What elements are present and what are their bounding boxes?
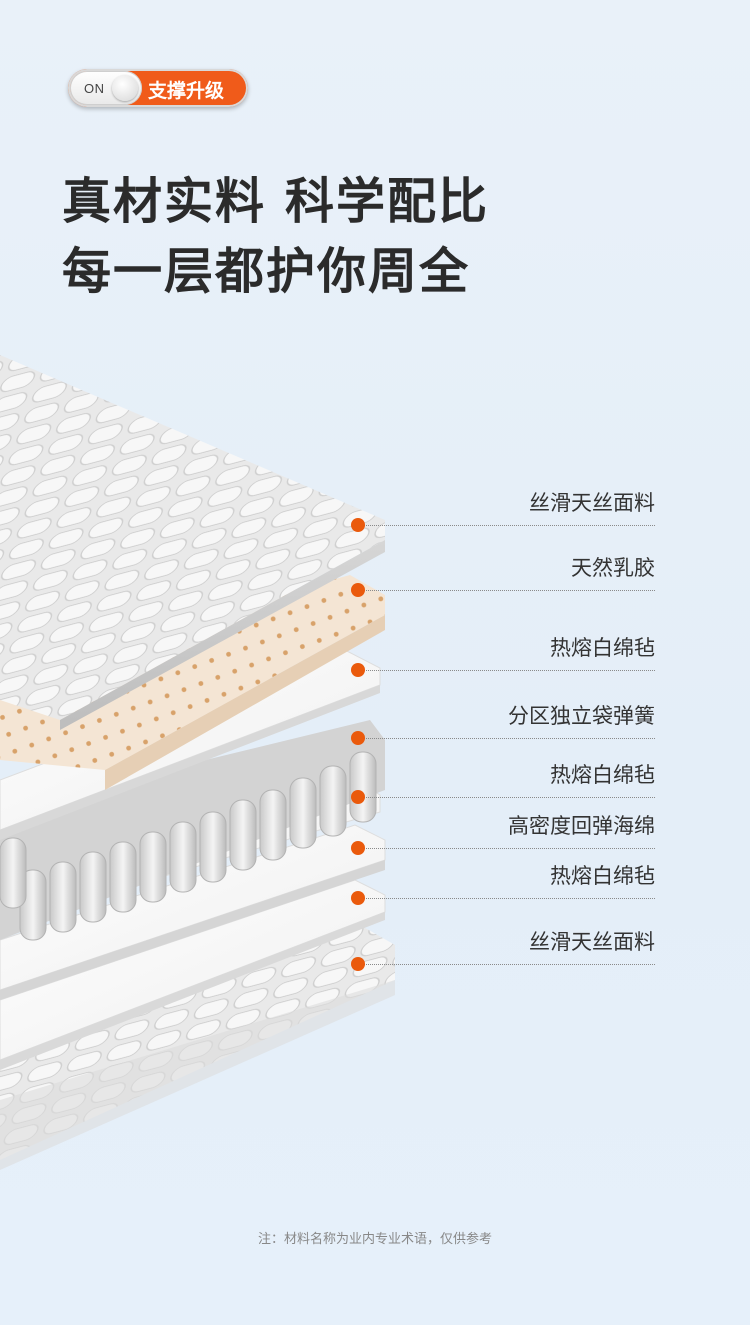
marker-dot [351,663,365,677]
callout-top-fabric: 丝滑天丝面料 [351,491,655,532]
callout-latex: 天然乳胶 [351,556,655,597]
callout-pocket-springs: 分区独立袋弹簧 [351,704,655,745]
marker-dot [351,518,365,532]
footnote: 注：材料名称为业内专业术语，仅供参考 [257,1232,492,1247]
layer-label: 高密度回弹海绵 [508,814,655,838]
layer-pocket-springs [0,720,385,941]
marker-dot [351,790,365,804]
callout-bottom-fabric: 丝滑天丝面料 [351,930,655,971]
layer-label: 热熔白绵毡 [550,864,655,888]
marker-dot [351,891,365,905]
layer-label: 热熔白绵毡 [550,763,655,787]
badge-label: 支撑升级 [148,80,225,102]
layer-label: 分区独立袋弹簧 [508,704,655,728]
mattress-layers-illustration [0,355,395,1170]
layer-top-fabric [0,355,385,730]
toggle-knob [112,75,138,101]
layer-label: 热熔白绵毡 [550,636,655,660]
marker-dot [351,731,365,745]
layer-bottom-fabric [0,925,395,1170]
layer-label: 天然乳胶 [571,556,655,580]
headline-line-1: 真材实料 科学配比 [62,173,490,230]
support-upgrade-badge: ON 支撑升级 [68,69,248,107]
toggle-switch: ON [70,71,142,105]
callout-felt-1: 热熔白绵毡 [351,636,655,677]
callout-felt-3: 热熔白绵毡 [351,864,655,905]
layer-label: 丝滑天丝面料 [529,930,655,954]
marker-dot [351,583,365,597]
marker-dot [351,957,365,971]
layer-label: 丝滑天丝面料 [529,491,655,515]
marker-dot [351,841,365,855]
headline-line-2: 每一层都护你周全 [62,243,471,300]
layer-latex [0,575,385,790]
callout-foam: 高密度回弹海绵 [351,814,655,855]
toggle-on-text: ON [84,81,105,96]
callout-felt-2: 热熔白绵毡 [351,763,655,804]
